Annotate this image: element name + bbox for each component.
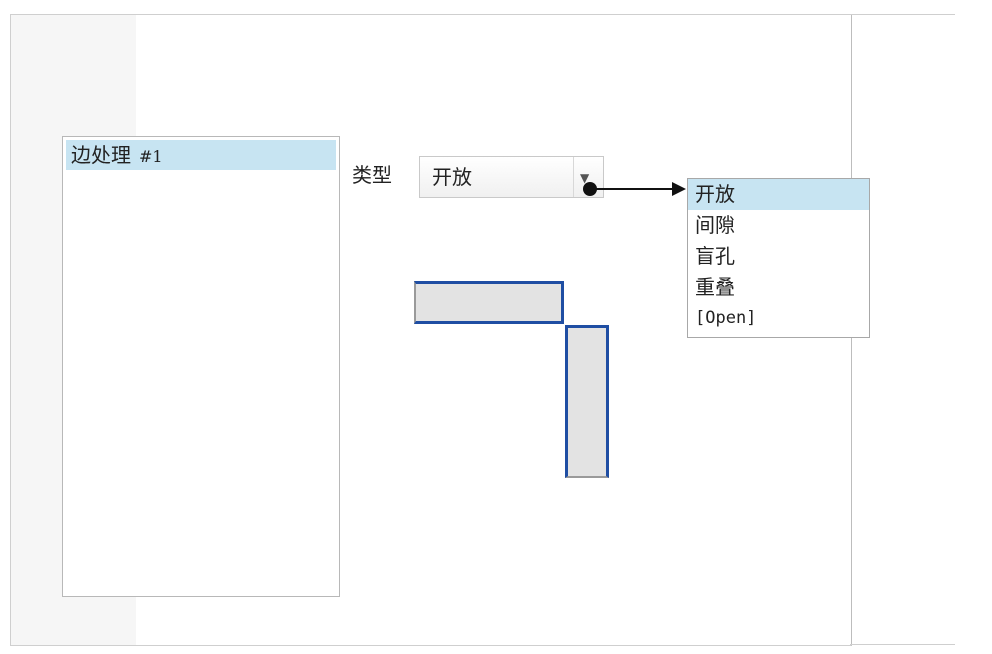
type-dropdown-list[interactable]: 开放 间隙 盲孔 重叠 [Open]	[687, 178, 870, 338]
list-item-number: #1	[139, 147, 163, 166]
right-border-top	[850, 14, 955, 15]
list-item-label: 边处理	[71, 143, 131, 167]
dropdown-option-open[interactable]: 开放	[688, 179, 869, 210]
select-separator	[573, 157, 574, 197]
triangle-down-icon[interactable]: ▼	[580, 171, 590, 185]
type-label: 类型	[352, 163, 392, 187]
callout-line	[590, 188, 678, 190]
dropdown-option-gap[interactable]: 间隙	[695, 213, 735, 237]
right-border-bottom	[850, 644, 955, 645]
dropdown-option-overlap[interactable]: 重叠	[695, 275, 735, 299]
list-item-edge-treatment-1[interactable]: 边处理 #1	[66, 140, 336, 170]
type-select-value: 开放	[432, 165, 472, 189]
dropdown-option-open-en[interactable]: [Open]	[695, 308, 757, 328]
dropdown-option-blind-hole[interactable]: 盲孔	[695, 244, 735, 268]
preview-vertical-panel	[565, 325, 609, 478]
arrow-right-icon	[672, 182, 686, 196]
type-select[interactable]: 开放 ▼	[419, 156, 604, 198]
edge-treatment-list[interactable]: 边处理 #1	[62, 136, 340, 597]
preview-horizontal-panel	[414, 281, 564, 324]
